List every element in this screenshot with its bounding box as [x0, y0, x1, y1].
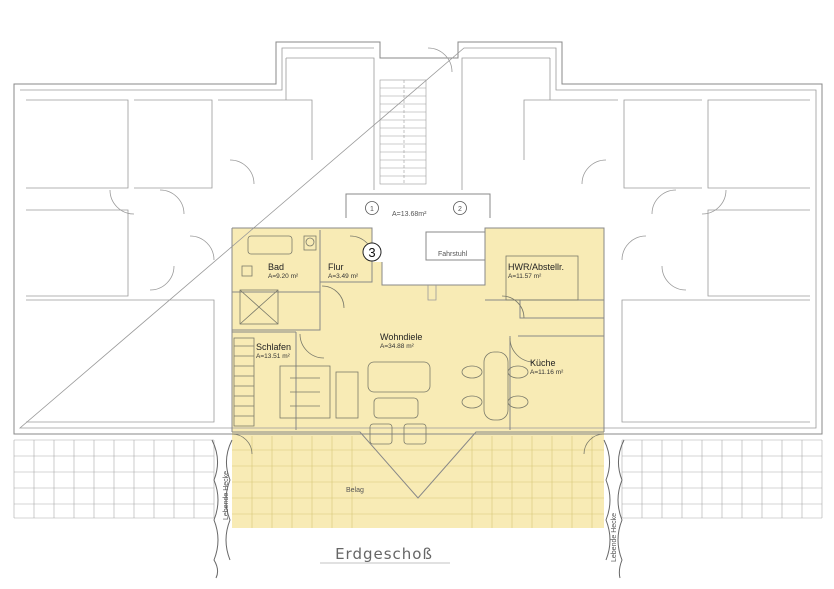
stair-marker-1: 1: [370, 206, 374, 213]
unit-number-label: 3: [368, 245, 375, 260]
hedge-right: Lebende Hecke: [603, 439, 625, 579]
room-name: Wohndiele: [380, 332, 422, 342]
room-area: A=13.51 m²: [256, 353, 291, 360]
apartment-door-arcs: [231, 235, 605, 455]
room-bad: Bad A=9.20 m²: [268, 262, 299, 280]
elevator-label: Fahrstuhl: [438, 251, 468, 258]
unit-number: 3: [362, 242, 382, 262]
room-name: Flur: [328, 262, 344, 272]
hedge-right-label: Lebende Hecke: [611, 513, 618, 562]
hedge-left-label: Lebende Hecke: [223, 471, 230, 520]
stair-hall: 1 2 A=13.68m²: [345, 193, 491, 218]
room-hwr: HWR/Abstellr. A=11.57 m²: [508, 262, 564, 280]
room-area: A=3.49 m²: [328, 273, 359, 280]
plan-title: Erdgeschoß: [335, 545, 433, 563]
building-walls: [13, 41, 823, 435]
room-flur: Flur A=3.49 m²: [328, 262, 359, 280]
room-name: Bad: [268, 262, 284, 272]
stair-marker-2: 2: [458, 206, 462, 213]
room-area: A=11.16 m²: [530, 369, 564, 376]
terrace-label: Belag: [346, 487, 364, 494]
terrace-grid-center: [232, 436, 604, 528]
room-wohndiele: Wohndiele A=34.88 m²: [380, 332, 422, 350]
room-area: A=34.88 m²: [380, 343, 415, 350]
terrace-grid-left: [13, 439, 215, 519]
stair-area: A=13.68m²: [392, 211, 427, 218]
hedge-left: Lebende Hecke: [211, 439, 233, 579]
stair-marker-2-circle: [453, 201, 467, 215]
room-kueche: Küche A=11.16 m²: [530, 358, 564, 376]
room-area: A=11.57 m²: [508, 273, 542, 280]
terrace-grid-right: [621, 439, 823, 519]
room-schlafen: Schlafen A=13.51 m²: [256, 342, 291, 360]
staircase: [379, 79, 427, 185]
room-name: Schlafen: [256, 342, 291, 352]
apartment-walls: [231, 227, 605, 499]
stair-marker-1-circle: [365, 201, 379, 215]
room-name: HWR/Abstellr.: [508, 262, 564, 272]
room-area: A=9.20 m²: [268, 273, 299, 280]
highlighted-apartment: [232, 228, 604, 528]
furniture: [233, 235, 579, 445]
room-name: Küche: [530, 358, 556, 368]
